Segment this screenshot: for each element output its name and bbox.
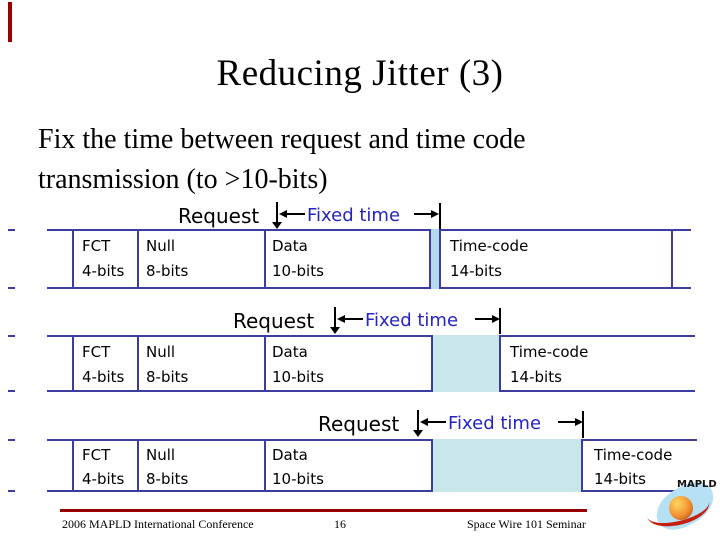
- band-top-line: [47, 229, 691, 231]
- segment-divider: [137, 229, 139, 289]
- segment-size: 8-bits: [146, 262, 189, 280]
- segment-size: 14-bits: [594, 470, 646, 488]
- slide-title: Reducing Jitter (3): [216, 53, 504, 94]
- fixed-time-gap-box: [431, 439, 583, 492]
- fixed-time-gap-box: [431, 335, 501, 392]
- fixed-time-right-arrow-line: [414, 213, 434, 215]
- request-down-arrow-line: [417, 410, 419, 431]
- fixed-time-right-arrowhead-icon: [575, 418, 583, 426]
- fixed-time-end-tick: [439, 203, 441, 229]
- segment-size: 4-bits: [82, 368, 125, 386]
- request-down-arrowhead-icon: [330, 327, 340, 334]
- request-down-arrowhead-icon: [272, 222, 282, 229]
- band-edge-stub: [8, 439, 15, 441]
- segment-size: 4-bits: [82, 262, 125, 280]
- fixed-time-label: Fixed time: [365, 310, 459, 331]
- band-top-line: [47, 439, 697, 441]
- band-edge-stub: [8, 390, 15, 392]
- segment-size: 14-bits: [510, 368, 562, 386]
- segment-divider: [137, 335, 139, 392]
- segment-divider: [264, 335, 266, 392]
- segment-name: FCT: [82, 446, 111, 464]
- body-text-line: transmission (to >10-bits): [38, 164, 328, 195]
- segment-divider: [72, 439, 74, 492]
- band-edge-stub: [8, 490, 15, 492]
- segment-name: Null: [146, 237, 176, 255]
- segment-divider: [264, 229, 266, 289]
- segment-size: 8-bits: [146, 368, 189, 386]
- band-edge-stub: [8, 335, 15, 337]
- slide-edge-mark: [8, 2, 12, 42]
- request-down-arrowhead-icon: [413, 430, 423, 437]
- logo-text: MAPLD: [677, 479, 717, 490]
- logo-planet-icon: [669, 496, 693, 520]
- segment-divider: [671, 229, 673, 289]
- request-label: Request: [233, 309, 315, 333]
- fixed-time-left-arrowhead-icon: [337, 315, 345, 323]
- segment-name: Time-code: [510, 343, 589, 361]
- fixed-time-left-arrow-line: [285, 213, 305, 215]
- segment-size: 8-bits: [146, 470, 189, 488]
- segment-name: FCT: [82, 237, 111, 255]
- footer-page-number: 16: [334, 517, 346, 531]
- segment-size: 10-bits: [272, 470, 324, 488]
- fixed-time-right-arrowhead-icon: [492, 315, 500, 323]
- segment-name: Data: [272, 237, 308, 255]
- request-label: Request: [178, 204, 260, 228]
- segment-name: Time-code: [594, 446, 673, 464]
- segment-name: Data: [272, 343, 308, 361]
- fixed-time-right-arrow-line: [558, 421, 578, 423]
- mapld-logo: MAPLD: [643, 474, 720, 538]
- fixed-time-end-tick: [499, 308, 501, 334]
- footer-conference: 2006 MAPLD International Conference: [62, 517, 254, 531]
- footer-seminar: Space Wire 101 Seminar: [467, 517, 586, 531]
- segment-size: 4-bits: [82, 470, 125, 488]
- band-bottom-line: [47, 490, 697, 492]
- segment-divider: [264, 439, 266, 492]
- fixed-time-gap-box: [429, 229, 441, 289]
- segment-divider: [72, 229, 74, 289]
- request-label: Request: [318, 412, 400, 436]
- band-top-line: [47, 335, 695, 337]
- segment-name: Data: [272, 446, 308, 464]
- fixed-time-left-arrowhead-icon: [279, 210, 287, 218]
- band-edge-stub: [8, 229, 15, 231]
- footer-rule: [60, 509, 587, 512]
- segment-name: FCT: [82, 343, 111, 361]
- fixed-time-left-arrow-line: [343, 318, 363, 320]
- fixed-time-label: Fixed time: [307, 205, 401, 226]
- body-text-line: Fix the time between request and time co…: [38, 124, 526, 155]
- band-bottom-line: [47, 287, 691, 289]
- request-down-arrow-line: [276, 202, 278, 223]
- segment-divider: [72, 335, 74, 392]
- band-edge-stub: [8, 287, 15, 289]
- request-down-arrow-line: [334, 307, 336, 328]
- segment-divider: [137, 439, 139, 492]
- segment-name: Time-code: [450, 237, 529, 255]
- segment-size: 10-bits: [272, 262, 324, 280]
- fixed-time-right-arrow-line: [475, 318, 495, 320]
- segment-size: 10-bits: [272, 368, 324, 386]
- band-bottom-line: [47, 390, 695, 392]
- segment-size: 14-bits: [450, 262, 502, 280]
- segment-name: Null: [146, 343, 176, 361]
- segment-name: Null: [146, 446, 176, 464]
- fixed-time-left-arrowhead-icon: [420, 418, 428, 426]
- fixed-time-label: Fixed time: [448, 413, 542, 434]
- fixed-time-left-arrow-line: [426, 421, 446, 423]
- fixed-time-right-arrowhead-icon: [431, 210, 439, 218]
- fixed-time-end-tick: [582, 411, 584, 438]
